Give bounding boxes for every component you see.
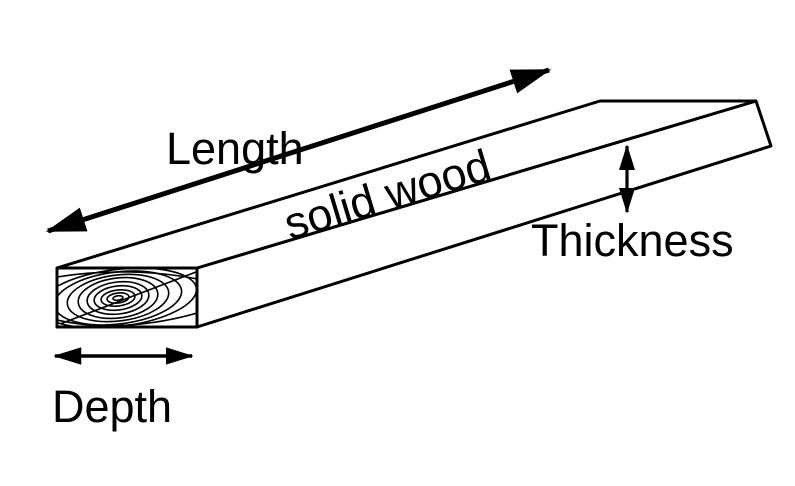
length-arrow <box>45 67 552 234</box>
depth-label: Depth <box>52 381 172 432</box>
wood-grain-rings <box>57 268 197 327</box>
thickness-label: Thickness <box>531 215 734 266</box>
length-label: Length <box>166 123 304 174</box>
